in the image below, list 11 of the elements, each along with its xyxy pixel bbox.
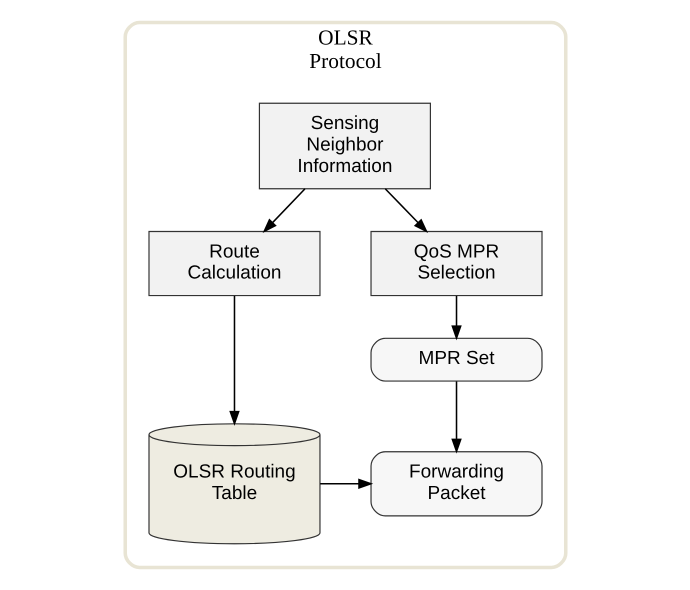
arrow	[228, 296, 240, 426]
node-box: QoS MPR Selection	[370, 230, 542, 296]
node-box: Route Calculation	[148, 230, 320, 296]
arrow	[320, 478, 373, 490]
arrow	[262, 188, 306, 233]
node-box: Sensing Neighbor Information	[258, 102, 430, 190]
node-box: Forwarding Packet	[370, 451, 542, 516]
arrow	[450, 296, 462, 340]
node-box: MPR Set	[370, 338, 542, 382]
arrow	[384, 188, 428, 233]
arrow	[450, 382, 462, 454]
